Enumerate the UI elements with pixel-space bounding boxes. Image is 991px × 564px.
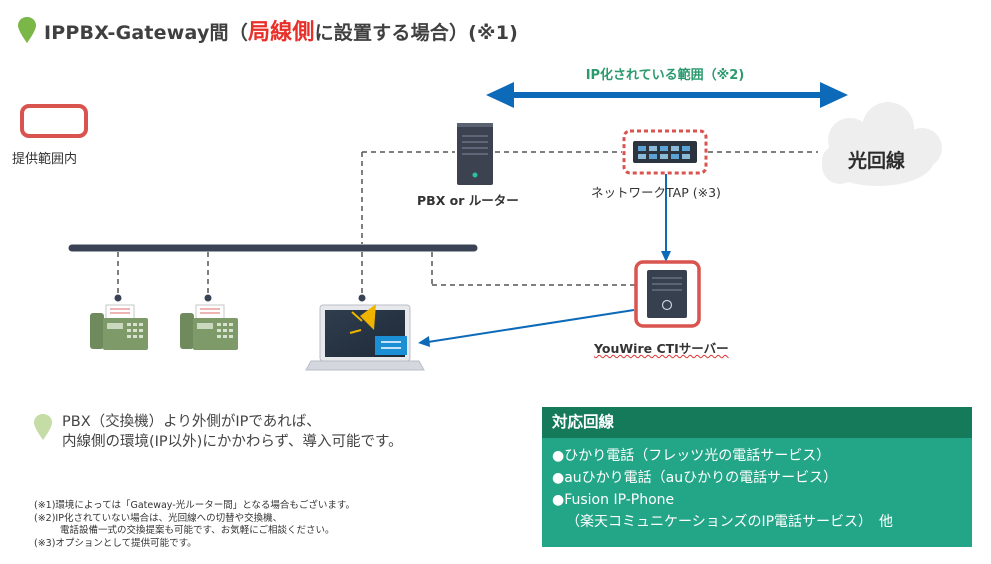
cti-label-text: YouWire CTIサーバー (594, 341, 729, 356)
laptop-icon (305, 304, 425, 371)
dashed-connections (117, 151, 818, 296)
legend-box (20, 104, 88, 138)
map-pin-icon (34, 414, 52, 440)
list-item: ●auひかり電話（auひかりの電話サービス） (552, 470, 838, 486)
list-item-sub: （楽天コミュニケーションズのIP電話サービス） 他 (566, 514, 894, 530)
map-pin-icon (18, 17, 36, 43)
fax-phone-icon (180, 304, 238, 350)
junction-dots (114, 294, 366, 302)
supported-lines-title: 対応回線 (542, 407, 972, 438)
network-tap-icon (622, 129, 708, 175)
cloud-icon (822, 102, 942, 186)
title-prefix: IPPBX-Gateway間（ (44, 22, 248, 44)
list-item: ●ひかり電話（フレッツ光の電話サービス） (552, 448, 831, 464)
cti-to-laptop-arrow (418, 309, 635, 347)
legend-label: 提供範囲内 (12, 152, 78, 167)
footnote: (※1)環境によっては「Gateway-光ルーター間」となる場合もございます。 (34, 500, 355, 511)
footnotes: (※1)環境によっては「Gateway-光ルーター間」となる場合もございます。 … (34, 500, 355, 550)
ip-range-label: IP化されている範囲（※2) (585, 68, 745, 83)
tap-label: ネットワークTAP (※3) (591, 185, 721, 200)
footnote: 電話設備一式の交換提案も可能です、お気軽にご相談ください。 (60, 525, 335, 536)
page-title: IPPBX-Gateway間（局線側に設置する場合）(※1) (18, 10, 518, 50)
note-line: PBX（交換機）より外側がIPであれば、 (62, 414, 321, 430)
pbx-label: PBX or ルーター (417, 193, 519, 208)
title-suffix: に設置する場合）(※1) (314, 22, 519, 44)
cti-server-icon (634, 260, 701, 328)
cti-label: YouWire CTIサーバー (594, 338, 729, 357)
note-block: PBX（交換機）より外側がIPであれば、 内線側の環境(IP以外)にかかわらず、… (34, 412, 403, 452)
note-line: 内線側の環境(IP以外)にかかわらず、導入可能です。 (62, 434, 403, 450)
fax-phone-icon (90, 304, 148, 350)
supported-lines-box: 対応回線 ●ひかり電話（フレッツ光の電話サービス） ●auひかり電話（auひかり… (542, 407, 972, 547)
cloud-label: 光回線 (848, 150, 906, 172)
pbx-server-icon (457, 123, 493, 185)
list-item: ●Fusion IP-Phone (552, 492, 675, 508)
title-emphasis: 局線側 (247, 20, 315, 45)
tap-to-cti-arrow (661, 174, 671, 262)
footnote: (※3)オプションとして提供可能です。 (34, 537, 197, 549)
ip-range-arrow (486, 82, 848, 108)
footnote: (※2)IP化されていない場合は、光回線への切替や交換機、 (34, 512, 283, 524)
